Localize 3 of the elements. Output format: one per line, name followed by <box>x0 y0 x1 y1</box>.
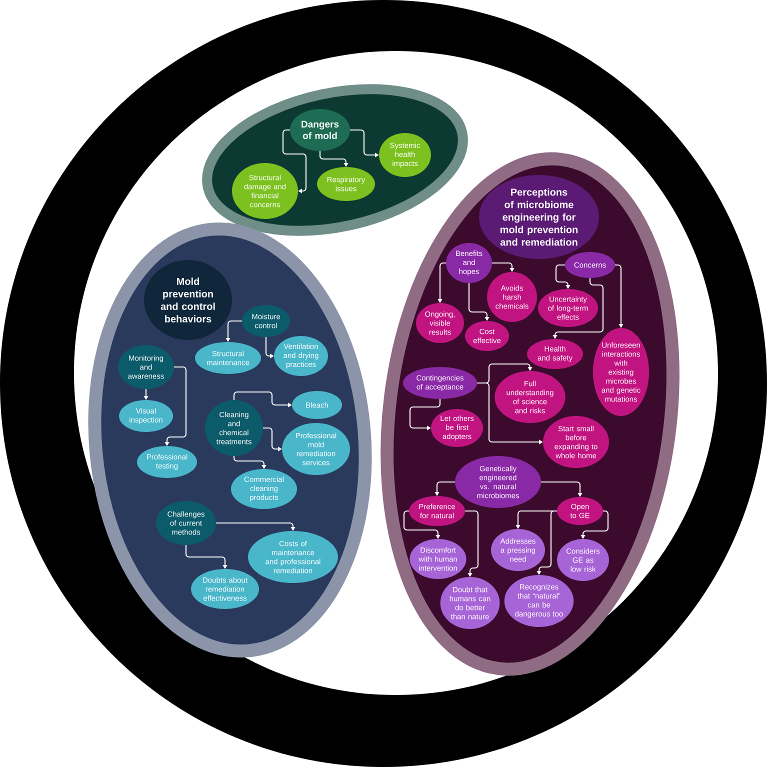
title-bubble: Mold prevention and control behaviors <box>144 260 232 340</box>
title-bubble: Dangers of mold <box>290 109 350 151</box>
arrow <box>282 129 307 194</box>
